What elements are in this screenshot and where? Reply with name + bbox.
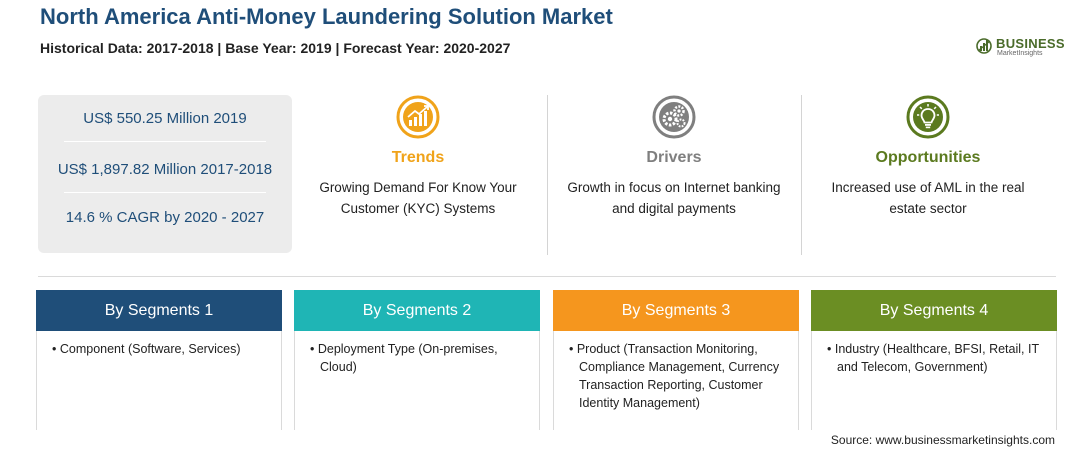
trends-column: Trends Growing Demand For Know Your Cust… — [298, 95, 538, 255]
segment-2-text: • Deployment Type (On-premises, Cloud) — [310, 342, 498, 374]
logo-name: BUSINESS — [996, 36, 1065, 51]
lightbulb-icon — [906, 95, 950, 139]
key-stats-panel: US$ 550.25 Million 2019 US$ 1,897.82 Mil… — [38, 95, 292, 253]
growth-chart-icon — [396, 95, 440, 139]
opportunities-heading: Opportunities — [875, 149, 981, 166]
stat-cagr: 14.6 % CAGR by 2020 - 2027 — [65, 209, 265, 226]
segment-2-heading: By Segments 2 — [294, 290, 540, 331]
drivers-heading: Drivers — [646, 149, 702, 166]
source-note: Source: www.businessmarketinsights.com — [830, 433, 1055, 447]
section-divider — [38, 276, 1056, 277]
stat-divider — [64, 141, 266, 142]
segment-2-card: By Segments 2 • Deployment Type (On-prem… — [294, 290, 540, 430]
column-divider — [547, 95, 548, 255]
card-border — [36, 331, 37, 430]
card-border — [281, 331, 282, 430]
segment-3-heading: By Segments 3 — [553, 290, 799, 331]
opportunities-text: Increased use of AML in the real estate … — [831, 180, 1025, 216]
card-border — [811, 331, 812, 430]
segment-4-heading: By Segments 4 — [811, 290, 1057, 331]
logo-globe-icon — [976, 38, 992, 54]
segment-4-text: • Industry (Healthcare, BFSI, Retail, IT… — [827, 342, 1039, 374]
segment-3-text: • Product (Transaction Monitoring, Compl… — [569, 342, 780, 410]
stat-market-size: US$ 550.25 Million 2019 — [83, 110, 247, 127]
segment-4-card: By Segments 4 • Industry (Healthcare, BF… — [811, 290, 1057, 430]
company-logo: BUSINESS MarketInsights — [976, 34, 1066, 60]
column-divider — [801, 95, 802, 255]
stat-divider — [64, 192, 266, 193]
segment-1-text: • Component (Software, Services) — [52, 342, 241, 356]
page-subtitle: Historical Data: 2017-2018 | Base Year: … — [40, 40, 511, 56]
trends-text: Growing Demand For Know Your Customer (K… — [319, 180, 517, 216]
card-border — [1056, 331, 1057, 430]
drivers-text: Growth in focus on Internet banking and … — [567, 180, 781, 216]
gears-icon — [652, 95, 696, 139]
card-border — [798, 331, 799, 430]
stat-historical: US$ 1,897.82 Million 2017-2018 — [57, 161, 273, 178]
segment-1-card: By Segments 1 • Component (Software, Ser… — [36, 290, 282, 430]
logo-tagline: MarketInsights — [997, 50, 1043, 57]
drivers-column: Drivers Growth in focus on Internet bank… — [554, 95, 794, 255]
opportunities-column: Opportunities Increased use of AML in th… — [808, 95, 1048, 255]
card-border — [553, 331, 554, 430]
segment-3-card: By Segments 3 • Product (Transaction Mon… — [553, 290, 799, 430]
card-border — [539, 331, 540, 430]
card-border — [294, 331, 295, 430]
segment-1-heading: By Segments 1 — [36, 290, 282, 331]
trends-heading: Trends — [391, 149, 445, 166]
page-title: North America Anti-Money Laundering Solu… — [40, 4, 613, 29]
